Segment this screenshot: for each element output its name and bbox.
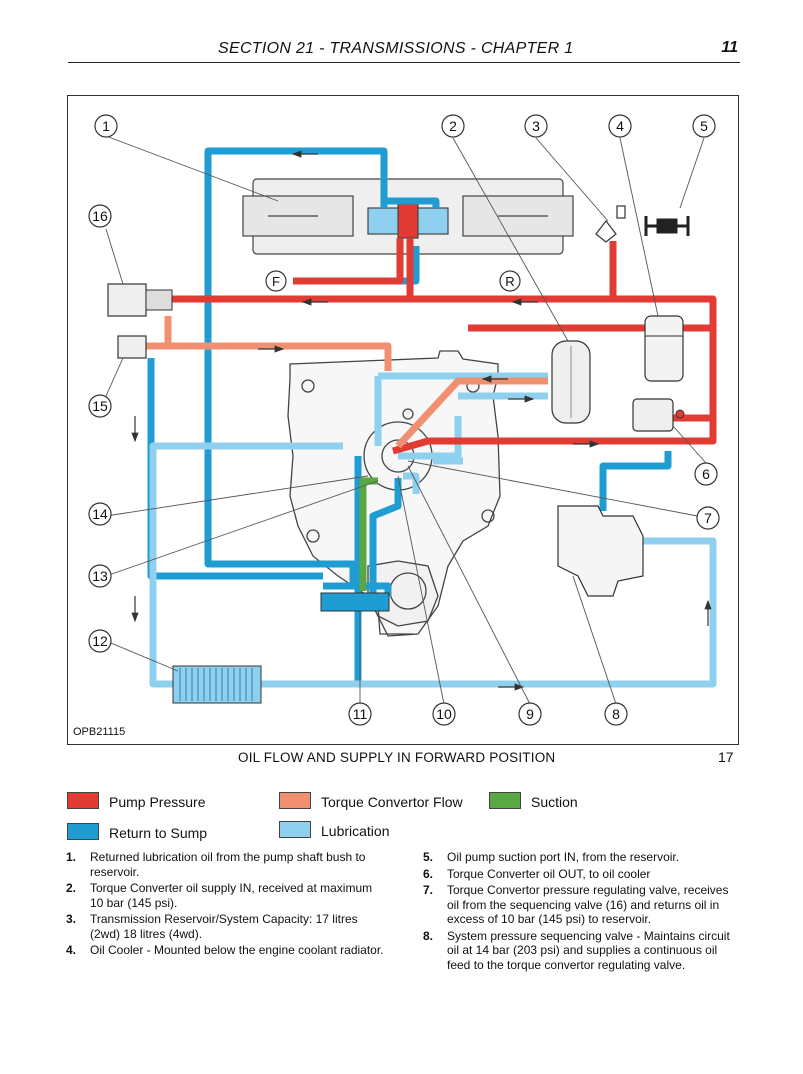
valve-15 <box>117 335 147 359</box>
note-number: 3. <box>66 912 77 926</box>
return-swatch <box>67 823 99 840</box>
notes-column-right: 5. Oil pump suction port IN, from the res… <box>423 850 741 974</box>
callout-8: 8 <box>604 702 628 726</box>
note-item: 1. Returned lubrication oil from the pump… <box>66 850 388 879</box>
callout-1: 1 <box>94 114 118 138</box>
note-number: 4. <box>66 943 77 957</box>
note-number: 8. <box>423 928 434 943</box>
note-item: 4. Oil Cooler - Mounted below the engine … <box>66 943 388 958</box>
lubrication-swatch <box>279 821 311 838</box>
forward-label: F <box>265 270 287 292</box>
oil-cooler <box>172 665 262 704</box>
callout-10: 10 <box>432 702 456 726</box>
svg-text:14: 14 <box>92 506 108 522</box>
svg-text:3: 3 <box>532 118 540 134</box>
callout-16: 16 <box>88 204 112 228</box>
suction-line <box>359 477 378 591</box>
callout-14: 14 <box>88 502 112 526</box>
regulating-valve <box>632 398 685 432</box>
svg-text:11: 11 <box>353 706 368 722</box>
legend-label: Suction <box>531 794 578 810</box>
svg-text:F: F <box>272 274 280 289</box>
control-valve-block <box>242 178 574 255</box>
note-text: Torque Converter oil supply IN, received… <box>90 881 373 910</box>
note-text: Transmission Reservoir/System Capacity: … <box>90 912 358 941</box>
pump-pressure-lines <box>172 238 717 455</box>
legend-label: Torque Convertor Flow <box>321 794 463 810</box>
svg-text:13: 13 <box>92 568 108 584</box>
torque-convertor-flow-lines <box>146 316 548 449</box>
legend-label: Lubrication <box>321 823 390 839</box>
callout-9: 9 <box>518 702 542 726</box>
reverse-label: R <box>499 270 521 292</box>
note-text: Torque Convertor pressure regulating val… <box>447 883 729 926</box>
svg-text:7: 7 <box>704 510 712 526</box>
note-number: 7. <box>423 883 434 897</box>
pressure-switch <box>595 205 626 243</box>
note-text: Oil pump suction port IN, from the reser… <box>447 850 680 864</box>
svg-text:5: 5 <box>700 118 708 134</box>
note-text: Oil Cooler - Mounted below the engine co… <box>90 943 384 957</box>
note-number: 5. <box>423 850 434 864</box>
svg-text:2: 2 <box>449 118 457 134</box>
callout-leaders <box>105 135 709 705</box>
svg-text:15: 15 <box>92 398 108 414</box>
figure-caption: OIL FLOW AND SUPPLY IN FORWARD POSITION <box>238 750 556 765</box>
svg-text:4: 4 <box>616 118 624 134</box>
figure-number: 17 <box>718 749 734 765</box>
svg-text:1: 1 <box>102 118 110 134</box>
svg-text:8: 8 <box>612 706 620 722</box>
svg-text:R: R <box>505 274 514 289</box>
hydraulic-schematic: F R <box>88 114 720 726</box>
suction-swatch <box>489 792 521 809</box>
sensor-connector <box>644 216 690 236</box>
callout-12: 12 <box>88 629 112 653</box>
note-number: 1. <box>66 850 77 864</box>
return-to-sump-lines <box>147 147 672 681</box>
note-text: Torque Converter oil OUT, to oil cooler <box>447 866 651 881</box>
note-number: 2. <box>66 881 77 895</box>
legend-label: Pump Pressure <box>109 794 206 810</box>
svg-text:16: 16 <box>92 208 108 224</box>
callout-6: 6 <box>694 462 718 486</box>
svg-text:6: 6 <box>702 466 710 482</box>
legend-label: Return to Sump <box>109 825 208 841</box>
section-title: SECTION 21 - TRANSMISSIONS - CHAPTER 1 <box>218 40 574 57</box>
page-number: 11 <box>721 39 738 56</box>
note-item: 8. System pressure sequencing valve - Mai… <box>423 929 741 973</box>
callout-15: 15 <box>88 394 112 418</box>
callout-5: 5 <box>692 114 716 138</box>
callout-3: 3 <box>524 114 548 138</box>
svg-text:12: 12 <box>92 633 108 649</box>
callout-4: 4 <box>608 114 632 138</box>
svg-text:10: 10 <box>436 706 452 722</box>
note-item: 3. Transmission Reservoir/System Capacity… <box>66 912 388 941</box>
callout-13: 13 <box>88 564 112 588</box>
callout-2: 2 <box>441 114 465 138</box>
note-number: 6. <box>423 866 434 881</box>
note-text: System pressure sequencing valve - Maint… <box>447 928 730 972</box>
figure-id: OPB21115 <box>73 726 126 738</box>
oil-flow-diagram: F R <box>67 95 739 745</box>
page-header: SECTION 21 - TRANSMISSIONS - CHAPTER 1 1… <box>68 38 740 63</box>
flow-arrows <box>131 150 712 691</box>
sequencing-valve <box>107 283 173 317</box>
sump-reservoir <box>320 592 390 612</box>
torque-converter <box>551 340 591 424</box>
svg-text:9: 9 <box>526 706 534 722</box>
callout-11: 11 <box>348 702 372 726</box>
note-item: 2. Torque Converter oil supply IN, receiv… <box>66 881 388 910</box>
note-item: 7. Torque Convertor pressure regulating v… <box>423 883 741 927</box>
notes-column-left: 1. Returned lubrication oil from the pump… <box>66 850 388 960</box>
oil-filter <box>644 315 684 382</box>
callout-7: 7 <box>696 506 720 530</box>
note-item: 5. Oil pump suction port IN, from the res… <box>423 850 741 865</box>
note-text: Returned lubrication oil from the pump s… <box>90 850 366 879</box>
pressure-sequencing-valve <box>557 505 644 597</box>
torque-flow-swatch <box>279 792 311 809</box>
note-item: 6. Torque Converter oil OUT, to oil coole… <box>423 867 741 882</box>
pump-pressure-swatch <box>67 792 99 809</box>
